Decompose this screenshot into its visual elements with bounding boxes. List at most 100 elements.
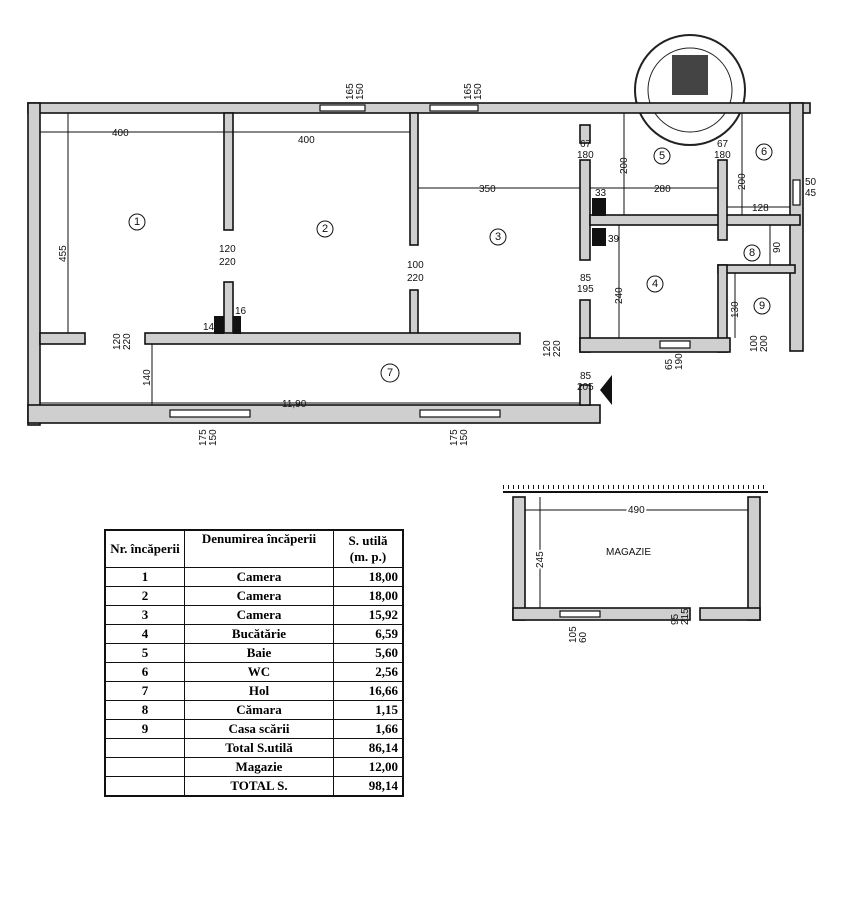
dim-label: 165 — [345, 83, 356, 100]
room-1-label: 1 — [134, 216, 140, 228]
dim-label: 150 — [208, 429, 219, 446]
cell-nr: 1 — [104, 567, 185, 587]
dim-label: 190 — [674, 353, 685, 370]
cell-nr: 5 — [104, 643, 185, 663]
dim-label: 11,90 — [282, 399, 307, 410]
dim-label: 65 — [664, 358, 675, 370]
dim-label: 95 — [670, 613, 681, 625]
cell-area: 6,59 — [333, 624, 404, 644]
header-nr: Nr. încăperii — [104, 529, 185, 568]
dim-label: 220 — [122, 333, 133, 350]
room-2-label: 2 — [322, 223, 328, 235]
cell-area: 86,14 — [333, 738, 404, 758]
cell-name: Baie — [184, 643, 334, 663]
dim-label: 105 — [568, 626, 579, 643]
dim-label: 215 — [680, 608, 691, 625]
cell-area: 1,66 — [333, 719, 404, 739]
dim-label: 140 — [142, 369, 153, 386]
cell-area: 16,66 — [333, 681, 404, 701]
table-row: TOTAL S.98,14 — [104, 776, 404, 797]
dim-label: 240 — [614, 287, 625, 304]
cell-nr — [104, 776, 185, 797]
dim-label: 220 — [552, 340, 563, 357]
cell-nr: 6 — [104, 662, 185, 682]
dim-label: 400 — [112, 128, 129, 139]
cell-nr — [104, 757, 185, 777]
cell-name: Hol — [184, 681, 334, 701]
room-5-label: 5 — [659, 150, 665, 162]
cell-nr — [104, 738, 185, 758]
dim-label: 150 — [459, 429, 470, 446]
dim-label: 200 — [737, 173, 748, 190]
cell-area: 2,56 — [333, 662, 404, 682]
cell-name: Total S.utilă — [184, 738, 334, 758]
cell-nr: 9 — [104, 719, 185, 739]
dim-label: 67 — [717, 139, 729, 150]
dim-label: 85 — [580, 273, 592, 284]
header-area: S. utilă (m. p.) — [333, 529, 404, 568]
dim-label: 220 — [407, 273, 424, 284]
dim-label: 33 — [595, 188, 607, 199]
dim-label: 245 — [535, 551, 546, 568]
dim-label: 205 — [577, 382, 594, 393]
room-4-label: 4 — [652, 278, 658, 290]
cell-area: 12,00 — [333, 757, 404, 777]
dim-label: 175 — [449, 429, 460, 446]
dim-label: 128 — [752, 203, 769, 214]
dim-label: 45 — [805, 188, 817, 199]
windows — [169, 104, 801, 418]
cell-nr: 8 — [104, 700, 185, 720]
dim-label: 180 — [577, 150, 594, 161]
dim-label: 120 — [542, 340, 553, 357]
dim-label: 490 — [628, 505, 645, 516]
cell-area: 5,60 — [333, 643, 404, 663]
cell-name: Cămara — [184, 700, 334, 720]
dim-label: 60 — [578, 631, 589, 643]
dim-label: 120 — [112, 333, 123, 350]
dimension-lines — [40, 113, 790, 405]
dim-label: 85 — [580, 371, 592, 382]
dim-label: 175 — [198, 429, 209, 446]
cell-name: Camera — [184, 567, 334, 587]
dim-label: 195 — [577, 284, 594, 295]
cell-area: 98,14 — [333, 776, 404, 797]
dim-label: 130 — [730, 301, 741, 318]
dimension-labels: 400 400 350 280 128 11,90 455 140 200 20… — [58, 83, 817, 446]
header-name: Denumirea încăperii — [184, 529, 334, 568]
dim-label: 100 — [749, 335, 760, 352]
dim-label: 350 — [479, 184, 496, 195]
dim-label: 200 — [759, 335, 770, 352]
cell-name: TOTAL S. — [184, 776, 334, 797]
room-3-label: 3 — [495, 231, 501, 243]
dim-label: 16 — [235, 306, 247, 317]
cell-area: 18,00 — [333, 567, 404, 587]
dim-label: 150 — [473, 83, 484, 100]
cell-area: 1,15 — [333, 700, 404, 720]
room-6-label: 6 — [761, 146, 767, 158]
dim-label: 200 — [619, 157, 630, 174]
dim-label: 50 — [805, 177, 817, 188]
cell-area: 15,92 — [333, 605, 404, 625]
room-7-label: 7 — [387, 367, 393, 379]
cell-name: Casa scării — [184, 719, 334, 739]
dim-label: 400 — [298, 135, 315, 146]
cell-name: Magazie — [184, 757, 334, 777]
room-9-label: 9 — [759, 300, 765, 312]
room-numbers: 1 2 3 4 5 6 7 8 9 — [128, 143, 773, 383]
cell-area: 18,00 — [333, 586, 404, 606]
cell-nr: 4 — [104, 624, 185, 644]
cell-nr: 7 — [104, 681, 185, 701]
cell-nr: 2 — [104, 586, 185, 606]
cell-nr: 3 — [104, 605, 185, 625]
cell-name: Bucătărie — [184, 624, 334, 644]
dim-label: 165 — [463, 83, 474, 100]
